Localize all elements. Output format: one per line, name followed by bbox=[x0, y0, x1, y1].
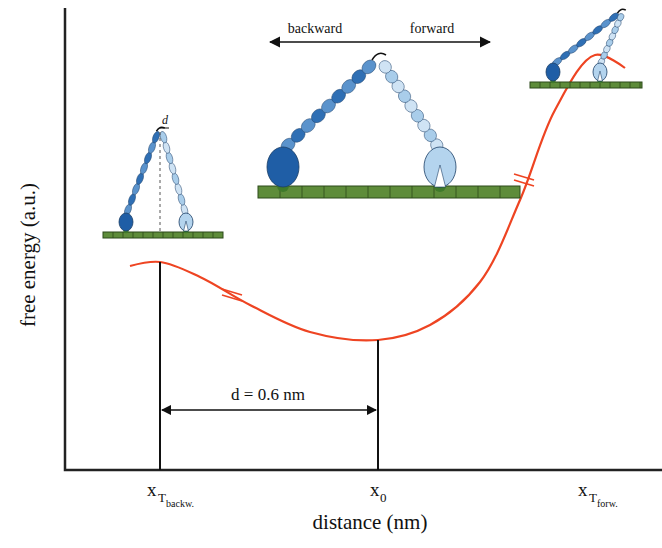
direction-label: backward bbox=[288, 22, 342, 36]
tick-label: 0 bbox=[380, 491, 387, 504]
actin-track bbox=[258, 186, 520, 198]
motor-head bbox=[179, 213, 193, 233]
motor-head bbox=[593, 63, 607, 83]
axis-title: distance (nm) bbox=[313, 512, 428, 533]
lever-arm bbox=[597, 12, 625, 66]
coiled-coil bbox=[372, 53, 386, 60]
backward-arrow bbox=[270, 41, 378, 43]
lever-arm bbox=[278, 57, 378, 155]
reference-line bbox=[377, 340, 379, 470]
axis-title: free energy (a.u.) bbox=[18, 183, 39, 327]
forward-arrow bbox=[378, 41, 490, 43]
lever-arm bbox=[377, 58, 446, 154]
axes bbox=[65, 8, 662, 470]
motor-head bbox=[546, 63, 560, 83]
motor-head bbox=[424, 147, 456, 192]
coiled-coil bbox=[617, 9, 625, 13]
offset-bar bbox=[160, 128, 169, 129]
dimension-arrow bbox=[162, 409, 376, 411]
lever-arm bbox=[123, 130, 161, 216]
tick-label: x bbox=[578, 480, 588, 499]
dimension-label: d bbox=[162, 114, 168, 126]
dimension-label: d = 0.6 nm bbox=[229, 386, 307, 403]
reference-line bbox=[159, 262, 161, 470]
tick-label: backw. bbox=[166, 499, 194, 509]
offset-line bbox=[160, 132, 161, 232]
tick-label: x bbox=[370, 480, 380, 499]
actin-track bbox=[530, 82, 642, 88]
axis-break bbox=[222, 289, 242, 301]
motor-head bbox=[267, 147, 299, 192]
tick-label: T bbox=[158, 491, 166, 504]
direction-label: forward bbox=[410, 22, 454, 36]
lever-arm bbox=[551, 11, 621, 67]
lever-arm bbox=[159, 131, 189, 217]
tick-label: x bbox=[147, 480, 157, 499]
tick-label: forw. bbox=[597, 499, 618, 509]
free-energy-curve bbox=[130, 55, 625, 341]
tick-label: T bbox=[589, 491, 597, 504]
motor-head bbox=[119, 213, 133, 233]
axis-break bbox=[514, 174, 534, 186]
actin-track bbox=[103, 232, 223, 238]
